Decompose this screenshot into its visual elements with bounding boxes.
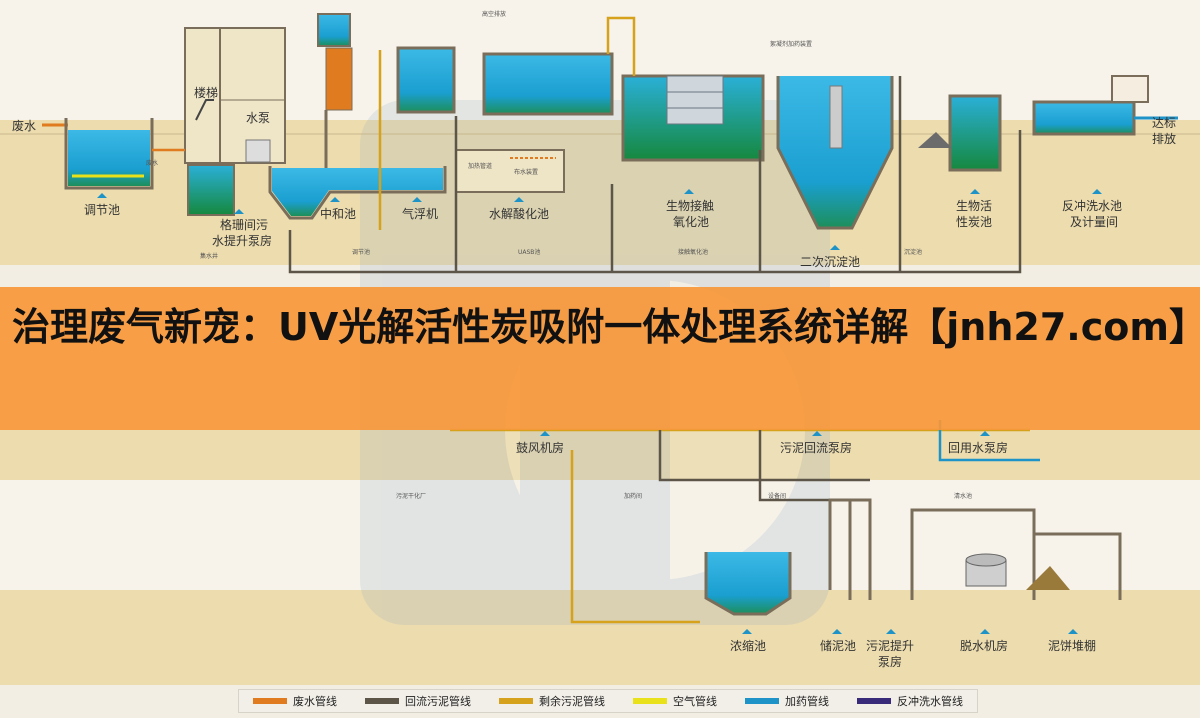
label-hydrolysis: 水解酸化池 (489, 206, 549, 221)
small-waste-water: 废水 (146, 159, 158, 167)
legend-label: 废水管线 (293, 695, 337, 708)
legend-swatch (633, 698, 667, 704)
label-grid-room-2: 水提升泵房 (212, 233, 272, 248)
label-bio-carbon-1: 生物活 (956, 199, 992, 213)
label-sludge-lift-1: 污泥提升 (866, 638, 914, 653)
label-bio-contact-1: 生物接触 (666, 198, 714, 213)
small-uasb: UASB池 (518, 248, 540, 256)
legend-label: 剩余污泥管线 (539, 695, 605, 708)
hydrolysis-tank (455, 52, 614, 193)
sludge-storage-frame (828, 498, 1122, 600)
label-cake-shed: 泥饼堆棚 (1048, 638, 1096, 653)
legend-item: 加药管线 (745, 693, 829, 709)
flotation-tank (396, 46, 456, 114)
secondary-settling-tank (776, 76, 894, 230)
legend-item: 空气管线 (633, 693, 717, 709)
label-discharge-2: 排放 (1152, 131, 1176, 146)
bio-carbon-tank (918, 94, 1002, 172)
legend-label: 空气管线 (673, 695, 717, 708)
ground-band-mid (0, 430, 1200, 480)
label-air-flotation: 气浮机 (402, 206, 438, 221)
legend-swatch (365, 698, 399, 704)
pipe-network-upper (152, 16, 1022, 274)
legend-swatch (253, 698, 287, 704)
pipe-legend: 废水管线 回流污泥管线 剩余污泥管线 空气管线 加药管线 反冲洗水管线 (238, 689, 978, 713)
small-clear-pool: 清水池 (954, 492, 972, 500)
label-sludge-return-pump: 污泥回流泵房 (780, 440, 852, 455)
label-pump: 水泵 (246, 111, 270, 125)
dosing-tower (317, 13, 353, 168)
legend-item: 反冲洗水管线 (857, 693, 963, 709)
cake-pile (1026, 566, 1070, 590)
label-secondary-settling: 二次沉淀池 (800, 255, 860, 269)
title-banner: 治理废气新宠：UV光解活性炭吸附一体处理系统详解【jnh27.com】 (0, 287, 1200, 430)
location-markers (97, 189, 1102, 634)
legend-swatch (745, 698, 779, 704)
legend-swatch (857, 698, 891, 704)
grid-room-building (184, 27, 286, 216)
neutralization-tank (268, 166, 447, 220)
label-waste-water: 废水 (12, 118, 36, 133)
label-backwash-2: 及计量间 (1070, 215, 1118, 229)
small-contact-oxidation: 接触氧化池 (678, 248, 708, 256)
legend-label: 回流污泥管线 (405, 695, 471, 708)
small-flocculant: 絮凝剂加药装置 (770, 40, 812, 48)
backwash-tank (1032, 75, 1178, 136)
label-discharge-1: 达标 (1152, 116, 1176, 130)
regulating-pool (64, 118, 154, 190)
legend-item: 废水管线 (253, 693, 337, 709)
label-neutralization: 中和池 (320, 206, 356, 221)
ground-band-bottom (0, 590, 1200, 685)
legend-swatch (499, 698, 533, 704)
small-high-vent: 高空排放 (482, 10, 506, 18)
label-stairs: 楼梯 (194, 85, 218, 100)
label-dewatering: 脱水机房 (960, 638, 1008, 653)
label-bio-contact-2: 氧化池 (673, 215, 709, 229)
pipe-network-middle (450, 420, 1040, 624)
small-equipment: 设备间 (768, 492, 786, 500)
small-distributor: 布水装置 (514, 168, 538, 176)
label-reuse-pump: 回用水泵房 (948, 440, 1008, 455)
label-sludge-lift-2: 泵房 (878, 654, 902, 669)
small-sludge-drying: 污泥干化厂 (396, 492, 426, 500)
label-thickening: 浓缩池 (730, 638, 766, 653)
bio-contact-tank (621, 74, 765, 162)
small-dosing-room: 加药间 (624, 492, 642, 500)
label-blower-room: 鼓风机房 (516, 440, 564, 455)
legend-item: 剩余污泥管线 (499, 693, 605, 709)
banner-title[interactable]: 治理废气新宠：UV光解活性炭吸附一体处理系统详解【jnh27.com】 (12, 305, 1200, 349)
legend-item: 回流污泥管线 (365, 693, 471, 709)
label-backwash-1: 反冲洗水池 (1062, 198, 1122, 213)
small-conditioning: 调节池 (352, 248, 370, 256)
label-grid-room-1: 格珊间污 (220, 217, 268, 232)
legend-label: 反冲洗水管线 (897, 695, 963, 708)
dewatering-machine (965, 553, 1007, 587)
small-intake-pipe: 加热管道 (468, 162, 492, 170)
small-settling: 沉淀池 (904, 248, 922, 256)
label-sludge-storage: 储泥池 (820, 638, 856, 653)
label-regulating-pool: 调节池 (84, 203, 120, 217)
label-bio-carbon-2: 性炭池 (956, 215, 992, 229)
legend-label: 加药管线 (785, 695, 829, 708)
thickening-tank (704, 552, 792, 616)
small-regulator-pit: 集水井 (200, 252, 218, 260)
